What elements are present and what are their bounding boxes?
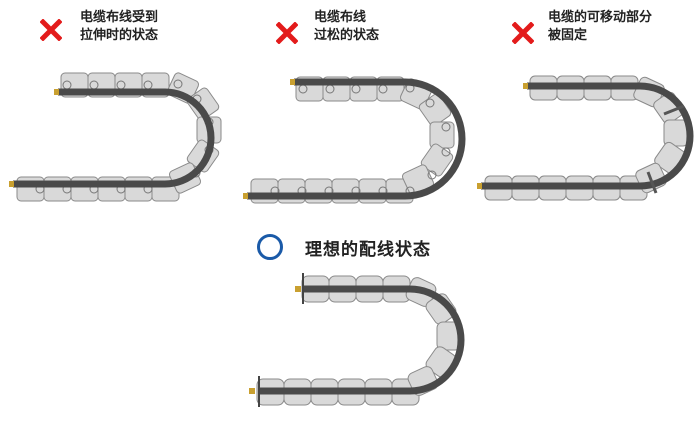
ideal-state-title: 理想的配线状态 [305, 240, 431, 260]
cross-icon [512, 22, 534, 44]
circle-icon [257, 234, 283, 260]
chain-loose [243, 76, 466, 204]
label-line: 电缆布线 [314, 10, 367, 25]
chain-stretched [9, 72, 222, 202]
panel-stretched-label: 电缆布线受到 拉伸时的状态 [80, 9, 158, 45]
label-line: 电缆的可移动部分 [548, 10, 653, 25]
label-line: 被固定 [548, 28, 588, 43]
chain-ideal [249, 273, 465, 407]
cross-icon [40, 19, 62, 41]
panel-loose-label: 电缆布线 过松的状态 [314, 9, 379, 45]
label-line: 拉伸时的状态 [80, 28, 159, 43]
panel-fixed-label: 电缆的可移动部分 被固定 [548, 9, 652, 45]
cross-icon [276, 22, 298, 44]
label-line: 过松的状态 [314, 28, 380, 43]
chain-fixed [477, 75, 694, 201]
label-line: 电缆布线受到 [80, 10, 159, 25]
